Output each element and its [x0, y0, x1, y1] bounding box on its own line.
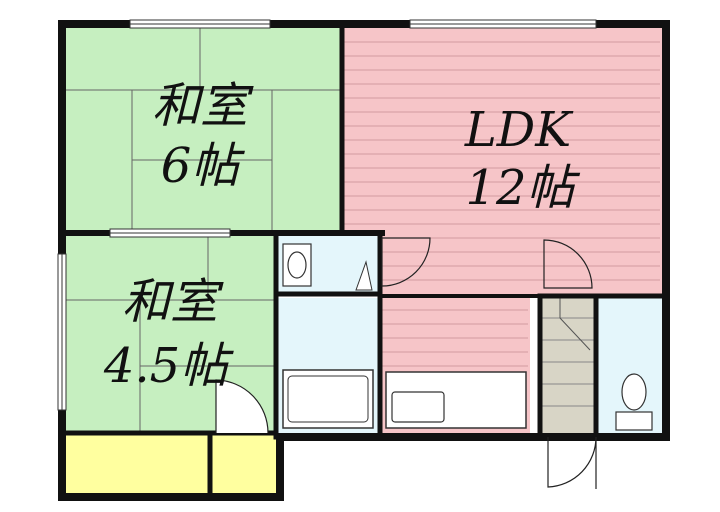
closet-right-floor	[210, 433, 276, 493]
toilet-upper-bowl	[287, 251, 307, 279]
room-label-washitsu-6-name: 和室	[152, 78, 254, 134]
room-label-ldk-size: 12帖	[465, 160, 580, 216]
closet-left-floor	[64, 433, 210, 493]
toilet-lower-bowl	[621, 373, 647, 411]
doors	[215, 237, 597, 488]
door-washitsu-45	[215, 379, 269, 434]
stairs-floor	[540, 296, 596, 433]
room-label-washitsu-6-size: 6帖	[161, 138, 246, 194]
stairs-treads	[542, 317, 594, 407]
room-label-washitsu-45-name: 和室	[122, 274, 224, 330]
toilet-lower-floor	[598, 296, 662, 433]
room-washitsu-6-floor	[64, 28, 342, 233]
door-entrance	[547, 436, 597, 488]
tatami-lines-45	[64, 233, 274, 433]
stairs-direction-line	[559, 296, 591, 351]
walls	[58, 20, 670, 501]
window-sashes	[61, 23, 596, 410]
ldk-flooring-lines	[344, 41, 660, 367]
room-label-washitsu-45-size: 4.5帖	[103, 338, 234, 394]
washbasin-icon	[355, 260, 373, 291]
tatami-lines-6	[64, 28, 342, 233]
bathtub-inner	[287, 375, 369, 423]
room-label-ldk-name: LDK	[464, 102, 574, 158]
door-stairs	[543, 239, 593, 289]
door-ldk-hall	[381, 237, 431, 287]
room-ldk-alcove-floor	[380, 233, 540, 296]
toilet-lower-tank	[615, 411, 653, 431]
kitchen-sink	[391, 391, 445, 423]
